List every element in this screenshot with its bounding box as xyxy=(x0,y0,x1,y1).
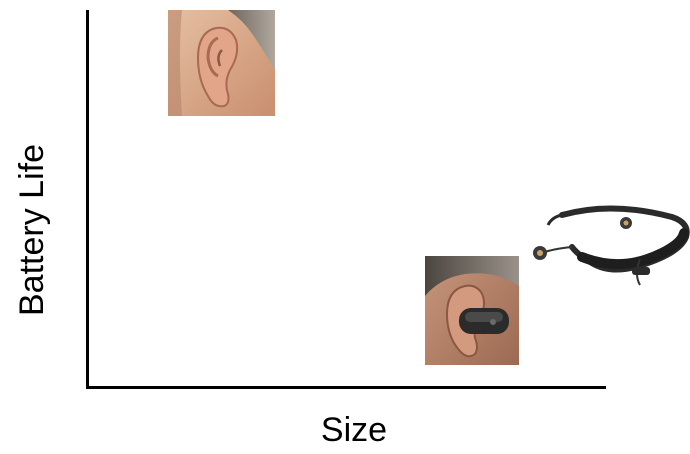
ear-photo-no-device xyxy=(168,10,275,116)
ear-device-icon xyxy=(425,256,519,365)
x-axis-label: Size xyxy=(0,412,690,449)
ear-photo-with-device xyxy=(425,256,519,365)
y-axis-line xyxy=(86,10,89,389)
neckband-headset xyxy=(522,203,690,289)
y-axis-label: Battery Life xyxy=(15,144,49,316)
y-axis-label-container: Battery Life xyxy=(2,200,62,260)
ear-icon xyxy=(168,10,275,116)
x-axis-line xyxy=(86,386,606,389)
neckband-icon xyxy=(522,203,690,289)
